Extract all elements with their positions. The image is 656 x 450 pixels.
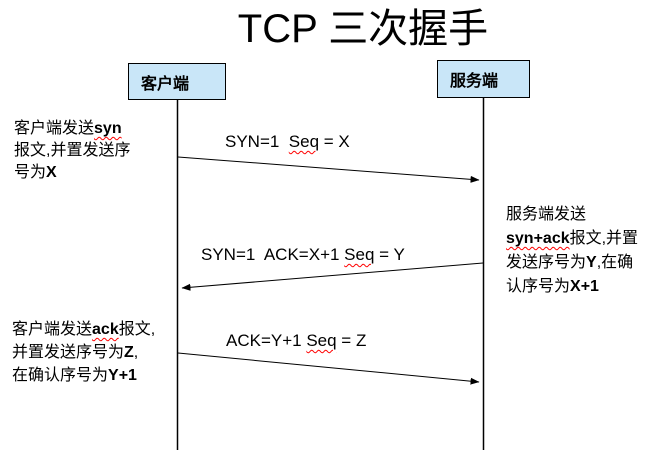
- annotation-text: 报文,并置发送序: [14, 142, 131, 159]
- actor-box-server: 服务端: [437, 60, 530, 98]
- annotation-seq-x: X: [46, 164, 57, 181]
- annotation-text: 服务端发送: [506, 206, 587, 223]
- message-label-syn: SYN=1 Seq = X: [225, 132, 350, 152]
- message-label-syn-ack: SYN=1 ACK=X+1 Seq = Y: [201, 245, 405, 265]
- annotation-text: 在确认序号为: [12, 367, 109, 384]
- annotation-server-syn-ack: 服务端发送 syn+ack报文,并置 发送序号为Y,在确 认序号为X+1: [506, 203, 638, 299]
- annotation-text: 报文,: [118, 321, 156, 338]
- annotation-text: 认序号为: [506, 278, 571, 295]
- annotation-ack-misspelled: ack: [92, 321, 119, 338]
- arrow-ack: [177, 352, 480, 385]
- annotation-syn-misspelled: syn: [94, 120, 122, 137]
- page-title: TCP 三次握手: [237, 7, 489, 51]
- annotation-text: 号为: [14, 164, 47, 181]
- message-ack-seq-misspelled: Seq: [306, 331, 337, 350]
- actor-label-server: 服务端: [450, 73, 499, 90]
- annotation-synack-misspelled: syn+ack: [506, 230, 570, 247]
- annotation-text: 并置发送序号为: [12, 344, 125, 361]
- message-syn-ack-text: SYN=1 ACK=X+1: [201, 245, 345, 264]
- arrow-syn: [177, 156, 480, 183]
- annotation-text: 发送序号为: [506, 254, 587, 271]
- annotation-text: 报文,并置: [569, 230, 639, 247]
- actor-box-client: 客户端: [128, 63, 226, 100]
- message-syn-value: = X: [319, 132, 350, 151]
- message-syn-text: SYN=1: [225, 132, 289, 151]
- annotation-ack-y1: Y+1: [108, 367, 137, 384]
- annotation-ack-x1: X+1: [570, 278, 599, 295]
- annotation-seq-y: Y: [586, 254, 597, 271]
- message-syn-seq-misspelled: Seq: [288, 132, 320, 151]
- message-syn-ack-value: = Y: [374, 245, 405, 264]
- actor-label-client: 客户端: [141, 75, 190, 93]
- annotation-text: ,: [133, 344, 139, 361]
- message-label-ack: ACK=Y+1 Seq = Z: [226, 331, 366, 351]
- annotation-seq-z: Z: [124, 344, 134, 361]
- annotation-text: 客户端发送: [12, 321, 93, 338]
- message-ack-value: = Z: [336, 331, 367, 350]
- message-syn-ack-seq-misspelled: Seq: [344, 245, 375, 264]
- message-ack-text: ACK=Y+1: [226, 331, 307, 350]
- arrow-syn-ack: [181, 262, 484, 291]
- annotation-text: 客户端发送: [14, 120, 95, 137]
- annotation-client-ack: 客户端发送ack报文, 并置发送序号为Z, 在确认序号为Y+1: [12, 318, 155, 387]
- annotation-client-syn: 客户端发送syn 报文,并置发送序 号为X: [14, 118, 130, 184]
- annotation-text: ,在确: [596, 254, 634, 271]
